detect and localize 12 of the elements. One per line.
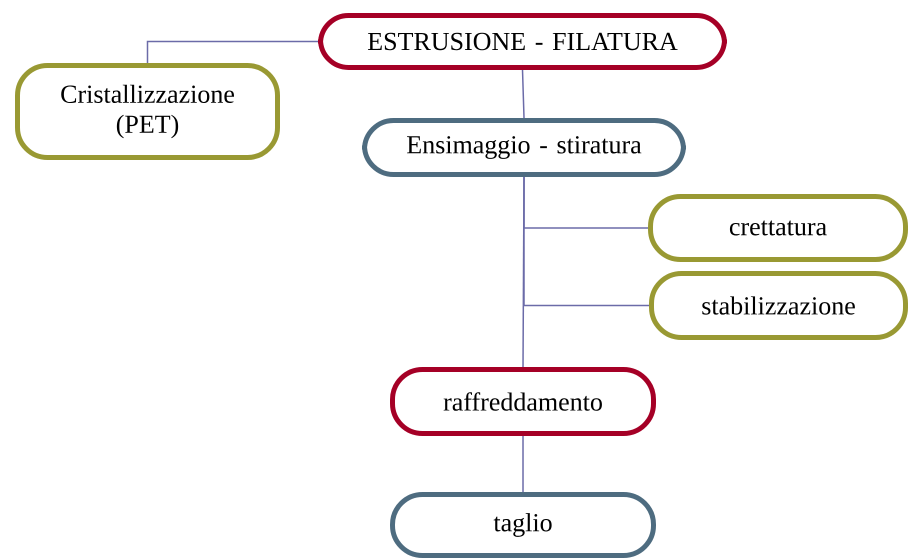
connector-line (522, 177, 525, 367)
rounded-box: ESTRUSIONE - FILATURA (318, 13, 727, 70)
connector-line (522, 436, 524, 492)
connector-line (523, 177, 649, 306)
rounded-box: Ensimaggio - stiratura (362, 118, 686, 177)
connector-line (146, 40, 318, 63)
rounded-box: Cristallizzazione (PET) (15, 63, 280, 160)
rounded-box: crettatura (648, 194, 908, 262)
rounded-box: taglio (390, 492, 656, 558)
connector-line (522, 70, 525, 118)
rounded-box: stabilizzazione (649, 271, 908, 340)
rounded-box: raffreddamento (390, 367, 656, 436)
